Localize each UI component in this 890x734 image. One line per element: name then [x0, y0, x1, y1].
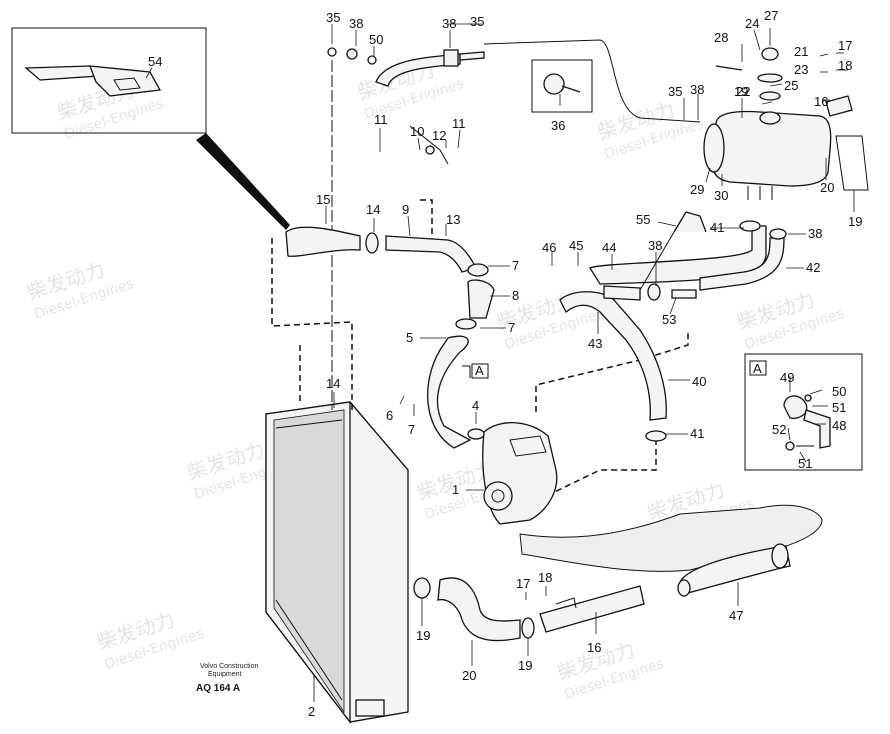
callout-label: 12 — [432, 128, 446, 143]
callout-label-44: 44 — [602, 240, 616, 255]
callout-label: 7 — [408, 422, 415, 437]
callout-label-52: 52 — [772, 422, 786, 437]
callout-label-18: 18 — [538, 570, 552, 585]
caption: Volvo Construction Equipment AQ 164 A — [196, 663, 258, 694]
radiator — [265, 401, 409, 724]
callout-label: 22 — [736, 84, 750, 99]
callout-label: 24 — [745, 16, 759, 31]
caption-line-2: Equipment — [208, 671, 242, 678]
callout-label: 38 — [690, 82, 704, 97]
detail-box-a: A — [744, 353, 863, 471]
caption-line-1: Volvo Construction — [200, 663, 258, 670]
callout-label-42: 42 — [806, 260, 820, 275]
callout-label-51b: 51 — [798, 456, 812, 471]
vent-hose — [327, 47, 593, 113]
callout-label: 6 — [386, 408, 393, 423]
callout-label: 14 — [366, 202, 380, 217]
callout-label: 5 — [406, 330, 413, 345]
callout-label-40: 40 — [692, 374, 706, 389]
callout-label: 8 — [512, 288, 519, 303]
callout-label: 36 — [551, 118, 565, 133]
callout-label: 19 — [734, 84, 748, 99]
callout-label: 20 — [820, 180, 834, 195]
water-pump — [467, 421, 558, 525]
callout-label: 9 — [402, 202, 409, 217]
callout-label-48: 48 — [832, 418, 846, 433]
detail-a-marker-label: A — [475, 363, 484, 378]
lower-hoses — [413, 504, 823, 642]
callout-label: 11 — [452, 116, 466, 131]
callout-label: 30 — [714, 188, 728, 203]
callout-label: 19 — [416, 628, 430, 643]
callout-label-38c: 38 — [808, 226, 822, 241]
callout-label: 50 — [369, 32, 383, 47]
callout-label: 27 — [764, 8, 778, 23]
callout-label: 7 — [508, 320, 515, 335]
callout-label-20: 20 — [462, 668, 476, 683]
callout-label: 14 — [326, 376, 340, 391]
callout-label: 35 — [668, 84, 682, 99]
callout-label: 17 — [838, 38, 852, 53]
callout-labels: 35 38 50 38 35 35 27 24 28 25 22 21 23 1… — [148, 8, 862, 719]
callout-label: 38 — [349, 16, 363, 31]
callout-label-45: 45 — [569, 238, 583, 253]
callout-label: 21 — [794, 44, 808, 59]
callout-label-41b: 41 — [710, 220, 724, 235]
callout-label-55: 55 — [636, 212, 650, 227]
callout-label: 28 — [714, 30, 728, 45]
callout-label: 13 — [446, 212, 460, 227]
callout-label-16: 16 — [587, 640, 601, 655]
callout-label-17: 17 — [516, 576, 530, 591]
callout-label: 1 — [452, 482, 459, 497]
callout-label: 25 — [784, 78, 798, 93]
detail-box-a-label: A — [753, 361, 762, 376]
callout-label-54: 54 — [148, 54, 162, 69]
callout-label: 10 — [410, 124, 424, 139]
callout-label-50b: 50 — [832, 384, 846, 399]
detail-a-marker: A — [462, 363, 489, 379]
callout-label: 19 — [848, 214, 862, 229]
callout-label-51a: 51 — [832, 400, 846, 415]
upper-hoses — [285, 125, 495, 449]
callout-label-43: 43 — [588, 336, 602, 351]
callout-label: 23 — [794, 62, 808, 77]
callout-label-38b: 38 — [648, 238, 662, 253]
callout-label: 16 — [814, 94, 828, 109]
callout-label-53: 53 — [662, 312, 676, 327]
right-hoses — [559, 211, 785, 442]
callout-label-49: 49 — [780, 370, 794, 385]
callout-label-41a: 41 — [690, 426, 704, 441]
expansion-tank — [703, 47, 869, 240]
callout-label: 35 — [326, 10, 340, 25]
callout-label-47: 47 — [729, 608, 743, 623]
callout-label: 38 — [442, 16, 456, 31]
callout-label-46: 46 — [542, 240, 556, 255]
callout-label: 7 — [512, 258, 519, 273]
callout-label: 2 — [308, 704, 315, 719]
callout-label-4: 4 — [472, 398, 479, 413]
callout-label: 19 — [518, 658, 532, 673]
diagram-code: AQ 164 A — [196, 683, 240, 694]
callout-label: 11 — [374, 112, 388, 127]
callout-label: 35 — [470, 14, 484, 29]
callout-label: 18 — [838, 58, 852, 73]
callout-label: 29 — [690, 182, 704, 197]
leader-lines — [145, 23, 855, 702]
callout-label: 15 — [316, 192, 330, 207]
inset-clip-detail — [11, 27, 290, 230]
